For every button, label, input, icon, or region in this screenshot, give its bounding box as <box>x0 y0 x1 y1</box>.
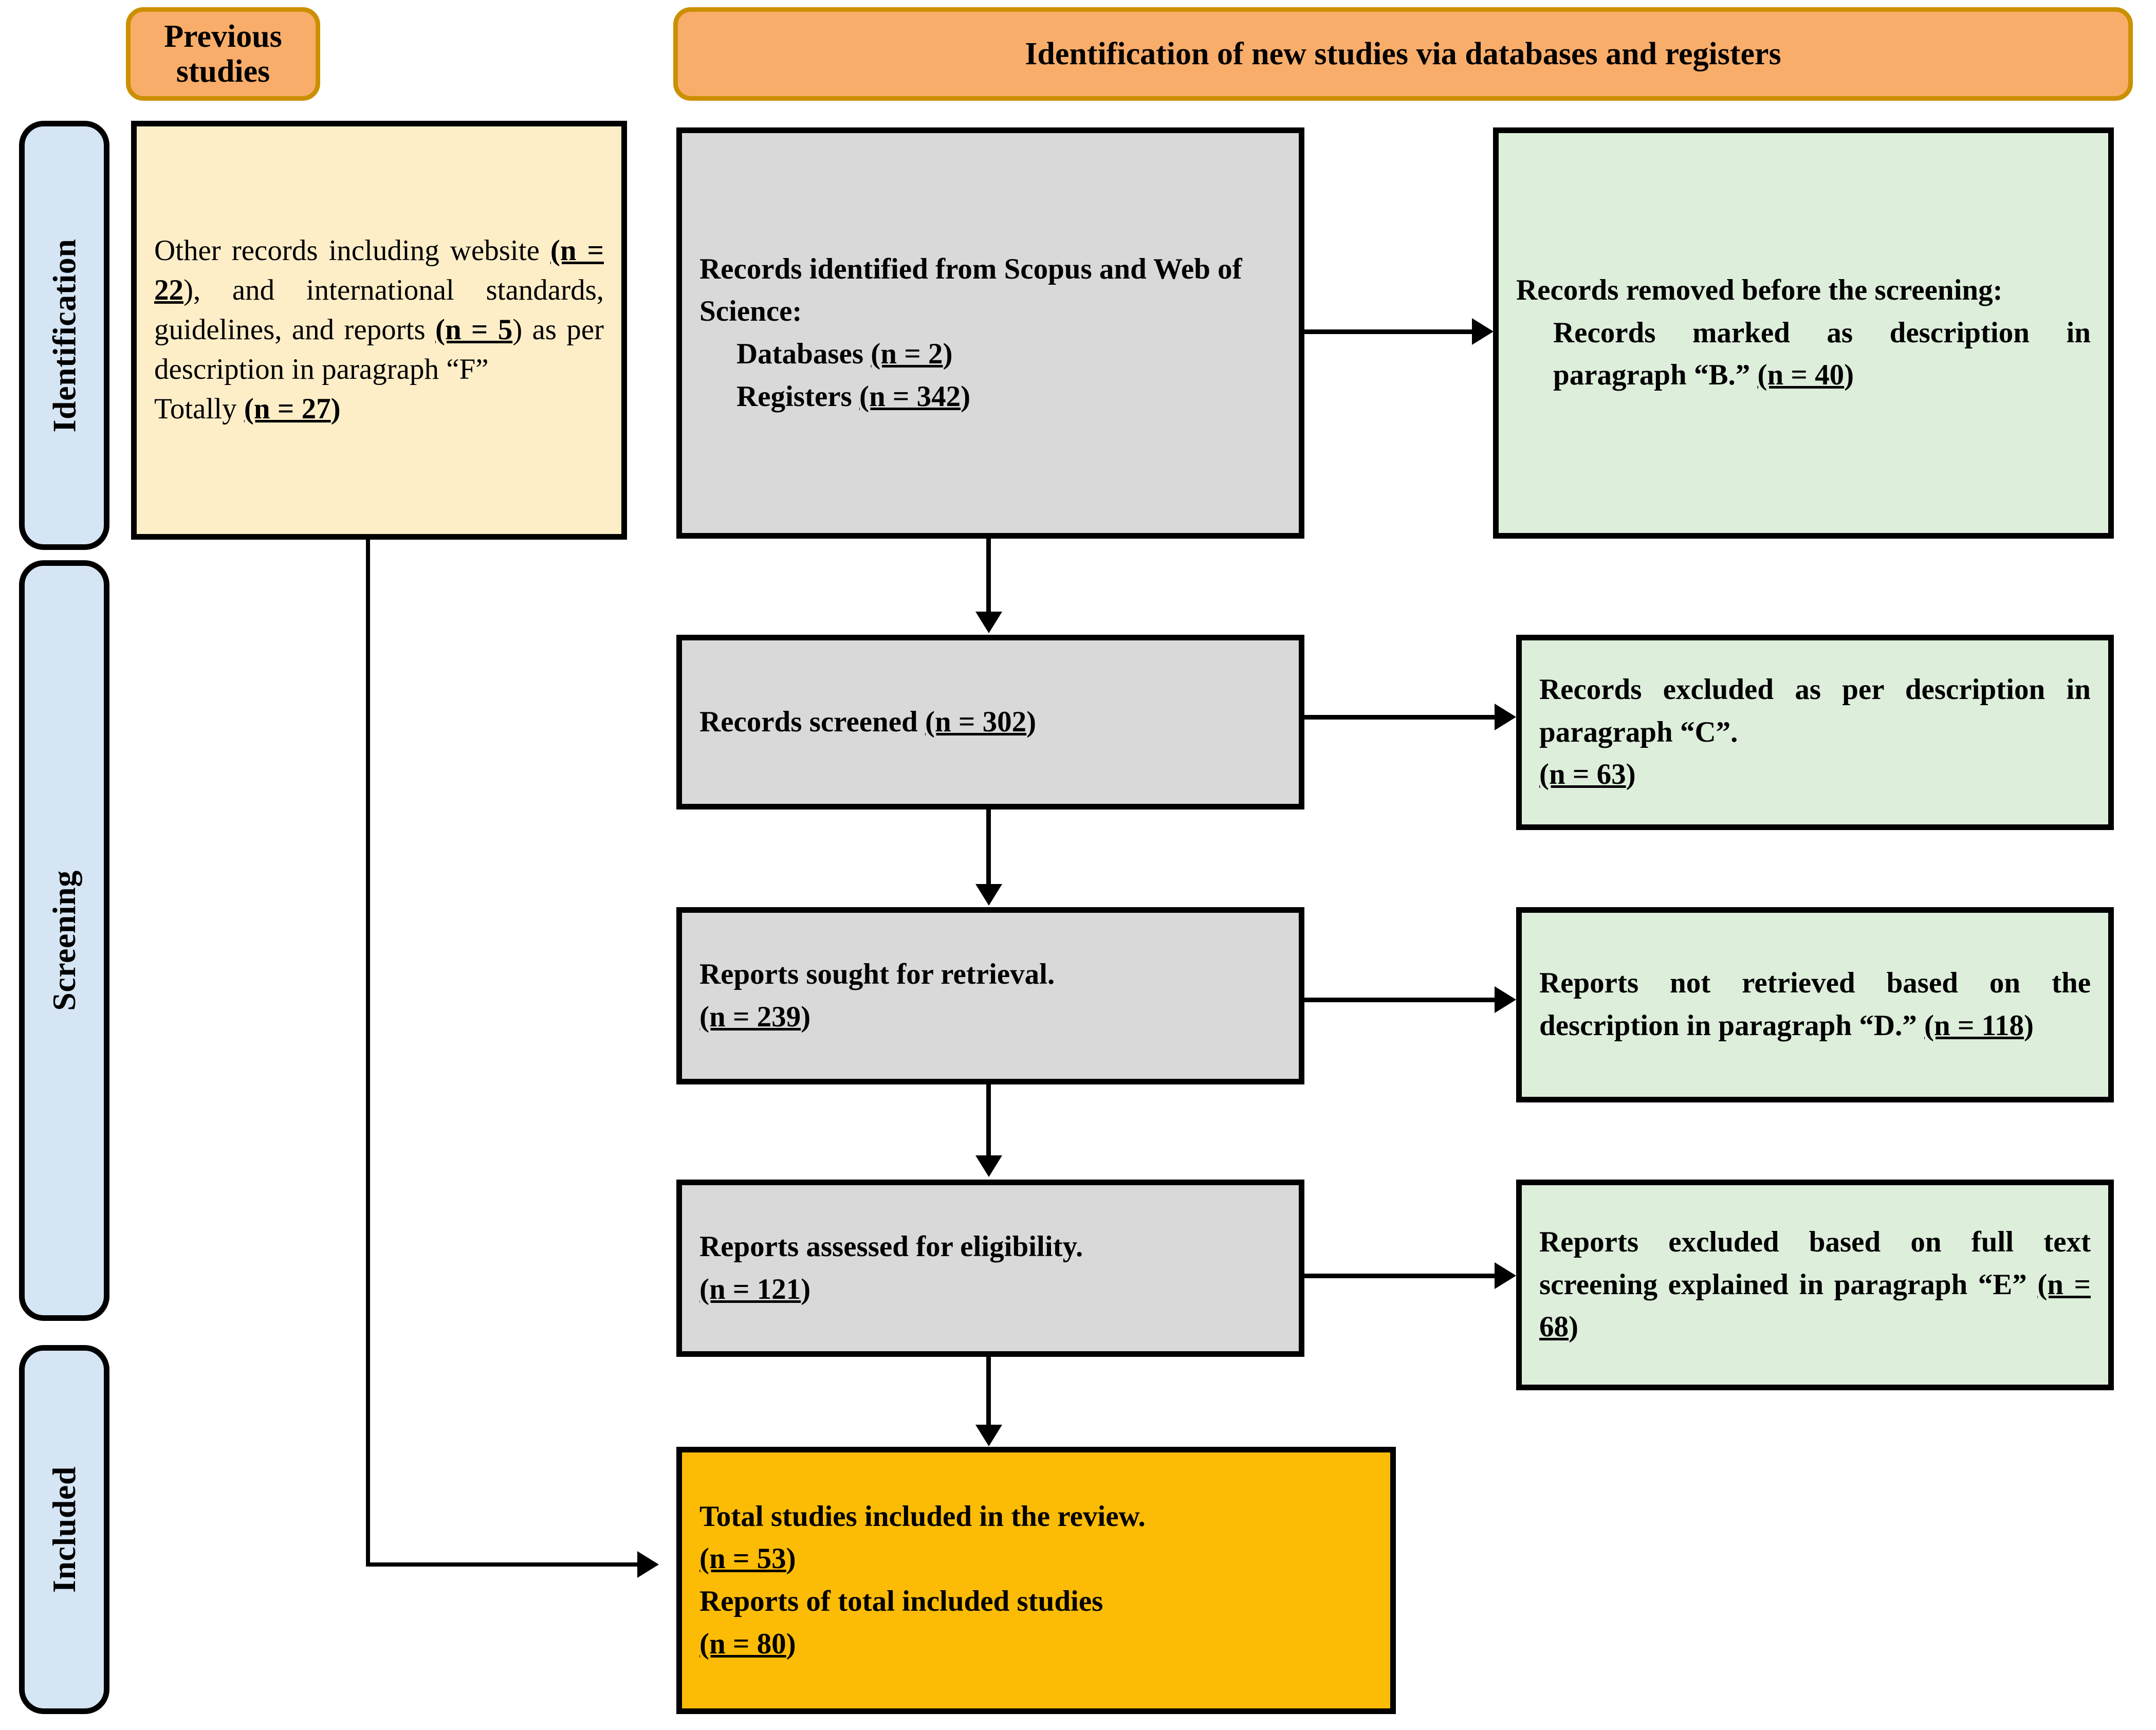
records-identified-title: Records identified from Scopus and Web o… <box>699 252 1242 328</box>
total-included-line2: (n = 53) <box>699 1538 1373 1580</box>
header-identification-new-studies: Identification of new studies via databa… <box>673 7 2133 101</box>
arrowhead-identified-to-screened <box>975 612 1002 633</box>
arrowhead-sought-to-not-retrieved <box>1495 986 1516 1013</box>
records-identified-registers: Registers (n = 342) <box>699 376 1281 418</box>
box-total-included: Total studies included in the review. (n… <box>676 1447 1396 1714</box>
connector-identified-to-removed <box>1304 329 1474 334</box>
header-previous-studies: Previous studies <box>126 7 320 101</box>
box-records-screened: Records screened (n = 302) <box>676 635 1304 809</box>
connector-screened-to-sought <box>986 809 991 884</box>
records-excluded-close: ) <box>1626 758 1636 791</box>
records-removed-n-40: (n = 40 <box>1757 359 1845 392</box>
box-reports-not-retrieved: Reports not retrieved based on the descr… <box>1516 907 2114 1102</box>
other-records-n-22: (n = 22 <box>154 234 604 307</box>
other-records-text-a: Other records including website <box>154 234 550 267</box>
records-identified-registers-close: ) <box>961 380 971 413</box>
total-included-line3: Reports of total included studies <box>699 1585 1103 1617</box>
box-reports-excluded: Reports excluded based on full text scre… <box>1516 1180 2114 1390</box>
records-removed-detail: Records marked as description in paragra… <box>1516 312 2091 397</box>
records-screened-label: Records screened <box>699 705 925 738</box>
connector-other-records-vertical <box>366 540 370 1567</box>
records-screened-close: ) <box>1026 705 1037 738</box>
arrowhead-screened-to-excluded <box>1495 704 1516 730</box>
stage-pill-screening: Screening <box>19 560 109 1321</box>
connector-sought-to-not-retrieved <box>1304 998 1497 1002</box>
reports-sought-line1: Reports sought for retrieval. <box>699 958 1055 990</box>
records-removed-detail-close: ) <box>1844 359 1854 392</box>
stage-pill-identification: Identification <box>19 121 109 550</box>
box-reports-assessed: Reports assessed for eligibility. (n = 1… <box>676 1180 1304 1357</box>
records-removed-detail-text: Records marked as description in paragra… <box>1553 316 2091 392</box>
other-records-text-c: ) as per description in paragraph “F” <box>154 314 604 385</box>
records-identified-databases: Databases (n = 2) <box>699 333 1281 376</box>
connector-assessed-to-reports-excluded <box>1304 1274 1497 1278</box>
arrowhead-sought-to-assessed <box>975 1155 1002 1177</box>
arrowhead-assessed-to-reports-excluded <box>1495 1262 1516 1289</box>
other-records-n-27: (n = 27 <box>244 392 331 425</box>
connector-sought-to-assessed <box>986 1084 991 1156</box>
arrowhead-screened-to-sought <box>975 884 1002 906</box>
reports-assessed-n-121: (n = 121 <box>699 1273 801 1305</box>
arrowhead-assessed-to-total-included <box>975 1425 1002 1446</box>
records-excluded-label: Records excluded as per description in p… <box>1539 673 2091 748</box>
connector-identified-to-screened <box>986 539 991 613</box>
connector-other-records-horizontal <box>366 1562 638 1567</box>
records-removed-title: Records removed before the screening: <box>1516 274 2003 307</box>
total-included-n-80: (n = 80 <box>699 1627 786 1660</box>
total-included-line2-close: ) <box>786 1542 796 1575</box>
reports-not-retrieved-label: Reports not retrieved based on the descr… <box>1539 967 2091 1042</box>
connector-screened-to-excluded <box>1304 715 1497 720</box>
box-reports-sought: Reports sought for retrieval. (n = 239) <box>676 907 1304 1084</box>
reports-assessed-line1: Reports assessed for eligibility. <box>699 1230 1083 1263</box>
stage-label-included: Included <box>46 1466 82 1593</box>
reports-assessed-close: ) <box>801 1273 811 1305</box>
records-identified-databases-n: (n = 2 <box>871 338 943 370</box>
records-excluded-text: Records excluded as per description in p… <box>1539 669 2091 796</box>
reports-not-retrieved-n-118: (n = 118 <box>1924 1009 2024 1042</box>
arrowhead-identified-to-removed <box>1472 318 1494 345</box>
other-records-totally-line: Totally (n = 27) <box>154 390 604 429</box>
total-included-line4: (n = 80) <box>699 1623 1373 1666</box>
other-records-paragraph: Other records including website (n = 22)… <box>154 231 604 390</box>
records-identified-registers-n: (n = 342 <box>859 380 961 413</box>
reports-assessed-line2: (n = 121) <box>699 1268 1281 1311</box>
reports-excluded-close: ) <box>1569 1311 1578 1343</box>
other-records-text-b: ), and international standards, guidelin… <box>154 274 604 346</box>
stage-label-identification: Identification <box>46 238 82 432</box>
reports-not-retrieved-close: ) <box>2024 1009 2034 1042</box>
other-records-n-5: (n = 5 <box>435 314 513 346</box>
header-identification-new-studies-label: Identification of new studies via databa… <box>1025 36 1781 71</box>
records-screened-n-302: (n = 302 <box>925 705 1027 738</box>
connector-assessed-to-total-included <box>986 1357 991 1426</box>
stage-pill-included: Included <box>19 1345 109 1714</box>
other-records-totally-b: ) <box>330 392 341 425</box>
records-identified-databases-label: Databases <box>736 338 871 370</box>
arrowhead-other-records-to-total-included <box>637 1551 659 1578</box>
reports-sought-close: ) <box>801 1000 811 1033</box>
records-identified-databases-close: ) <box>943 338 953 370</box>
total-included-line4-close: ) <box>786 1627 796 1660</box>
reports-excluded-n-68: (n = 68 <box>1539 1268 2091 1343</box>
other-records-totally-a: Totally <box>154 392 244 425</box>
reports-excluded-label: Reports excluded based on full text scre… <box>1539 1226 2091 1301</box>
header-previous-studies-label: Previous studies <box>164 19 282 89</box>
box-records-excluded: Records excluded as per description in p… <box>1516 635 2114 830</box>
records-excluded-n-63: (n = 63 <box>1539 758 1626 791</box>
box-records-identified: Records identified from Scopus and Web o… <box>676 127 1304 539</box>
box-other-records: Other records including website (n = 22)… <box>131 121 627 540</box>
total-included-line1: Total studies included in the review. <box>699 1500 1146 1533</box>
reports-sought-n-239: (n = 239 <box>699 1000 801 1033</box>
records-identified-registers-label: Registers <box>736 380 859 413</box>
stage-label-screening: Screening <box>46 870 82 1011</box>
box-records-removed: Records removed before the screening: Re… <box>1493 127 2114 539</box>
reports-excluded-text: Reports excluded based on full text scre… <box>1539 1221 2091 1349</box>
reports-not-retrieved-text: Reports not retrieved based on the descr… <box>1539 962 2091 1047</box>
records-screened-text: Records screened (n = 302) <box>699 701 1281 744</box>
total-included-n-53: (n = 53 <box>699 1542 786 1575</box>
reports-sought-line2: (n = 239) <box>699 996 1281 1039</box>
